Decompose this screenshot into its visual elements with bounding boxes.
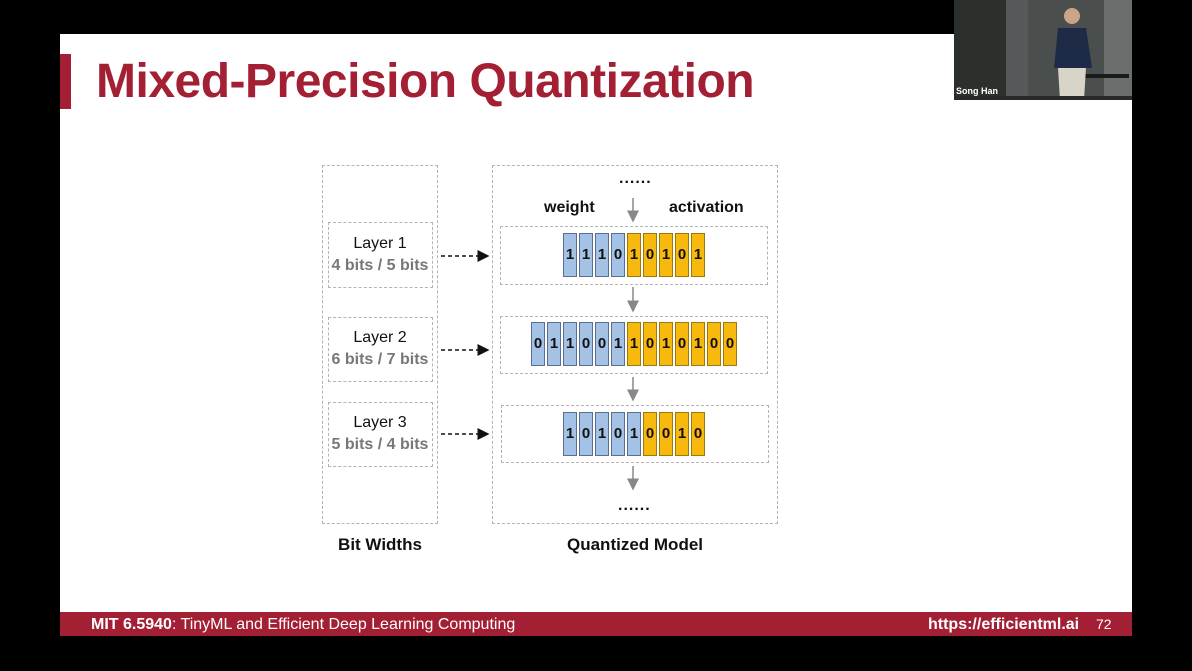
activation-label: activation (669, 199, 744, 216)
layer-1-row-box (500, 226, 768, 285)
quantized-model-caption: Quantized Model (567, 535, 703, 554)
weight-bit-cell: 1 (579, 233, 593, 277)
activation-bit-cell: 0 (643, 233, 657, 277)
activation-bit-cell: 1 (691, 233, 705, 277)
weight-bit-cell: 1 (595, 233, 609, 277)
layer-3-name: Layer 3 (353, 414, 407, 431)
footer-bar: MIT 6.5940: TinyML and Efficient Deep Le… (60, 612, 1132, 636)
quantized-model-box (492, 165, 778, 524)
layer-3-label: Layer 3 5 bits / 4 bits (328, 412, 432, 456)
weight-bit-cell: 1 (563, 412, 577, 456)
layer-1-name: Layer 1 (353, 235, 407, 252)
layer-2-label: Layer 2 6 bits / 7 bits (328, 327, 432, 371)
activation-bit-cell: 0 (643, 412, 657, 456)
weight-bit-cell: 1 (563, 233, 577, 277)
layer-1-bits: 4 bits / 5 bits (331, 257, 429, 274)
activation-bit-cell: 0 (675, 233, 689, 277)
footer-course: MIT 6.5940: TinyML and Efficient Deep Le… (91, 612, 515, 636)
layer-1-box (328, 222, 433, 288)
layer-1-label: Layer 1 4 bits / 5 bits (328, 233, 432, 277)
bit-widths-box (322, 165, 438, 524)
activation-bit-cell: 1 (627, 322, 641, 366)
footer-course-name: : TinyML and Efficient Deep Learning Com… (171, 616, 516, 633)
speaker-name: Song Han (956, 86, 998, 96)
activation-bit-cell: 1 (659, 322, 673, 366)
activation-bit-cell: 1 (659, 233, 673, 277)
webcam-scene (954, 0, 1132, 100)
bit-widths-caption: Bit Widths (338, 535, 422, 554)
weight-bit-cell: 1 (595, 412, 609, 456)
activation-bit-cell: 0 (675, 322, 689, 366)
webcam-video: Song Han (954, 0, 1132, 100)
weight-bit-cell: 0 (595, 322, 609, 366)
weight-label: weight (544, 199, 595, 216)
bottom-dots: ...... (618, 497, 651, 514)
activation-bit-cell: 0 (707, 322, 721, 366)
top-dots: ...... (619, 170, 652, 187)
weight-bit-cell: 1 (611, 322, 625, 366)
layer-3-bits: 5 bits / 4 bits (331, 436, 429, 453)
layer-2-row-box (500, 316, 768, 374)
layer-3-box (328, 402, 433, 467)
activation-bit-cell: 0 (691, 412, 705, 456)
activation-bit-cell: 1 (675, 412, 689, 456)
footer-course-code: MIT 6.5940 (91, 616, 172, 633)
weight-bit-cell: 1 (627, 412, 641, 456)
weight-bit-cell: 0 (579, 322, 593, 366)
activation-bit-cell: 1 (627, 233, 641, 277)
footer-url[interactable]: https://efficientml.ai (928, 616, 1080, 633)
slide: Mixed-Precision Quantization Layer 1 4 b… (60, 34, 1132, 636)
weight-bit-cell: 1 (547, 322, 561, 366)
activation-bit-cell: 1 (691, 322, 705, 366)
weight-bit-cell: 0 (531, 322, 545, 366)
title-accent-bar (60, 54, 71, 109)
weight-bit-cell: 0 (579, 412, 593, 456)
layer-2-box (328, 317, 433, 382)
weight-bit-cell: 0 (611, 412, 625, 456)
slide-title: Mixed-Precision Quantization (96, 55, 755, 108)
layer-2-name: Layer 2 (353, 329, 407, 346)
page-number: 72 (1096, 616, 1112, 632)
layer-3-row-box (501, 405, 769, 463)
activation-bit-cell: 0 (659, 412, 673, 456)
weight-bit-cell: 1 (563, 322, 577, 366)
weight-bit-cell: 0 (611, 233, 625, 277)
activation-bit-cell: 0 (723, 322, 737, 366)
activation-bit-cell: 0 (643, 322, 657, 366)
layer-2-bits: 6 bits / 7 bits (331, 351, 429, 368)
